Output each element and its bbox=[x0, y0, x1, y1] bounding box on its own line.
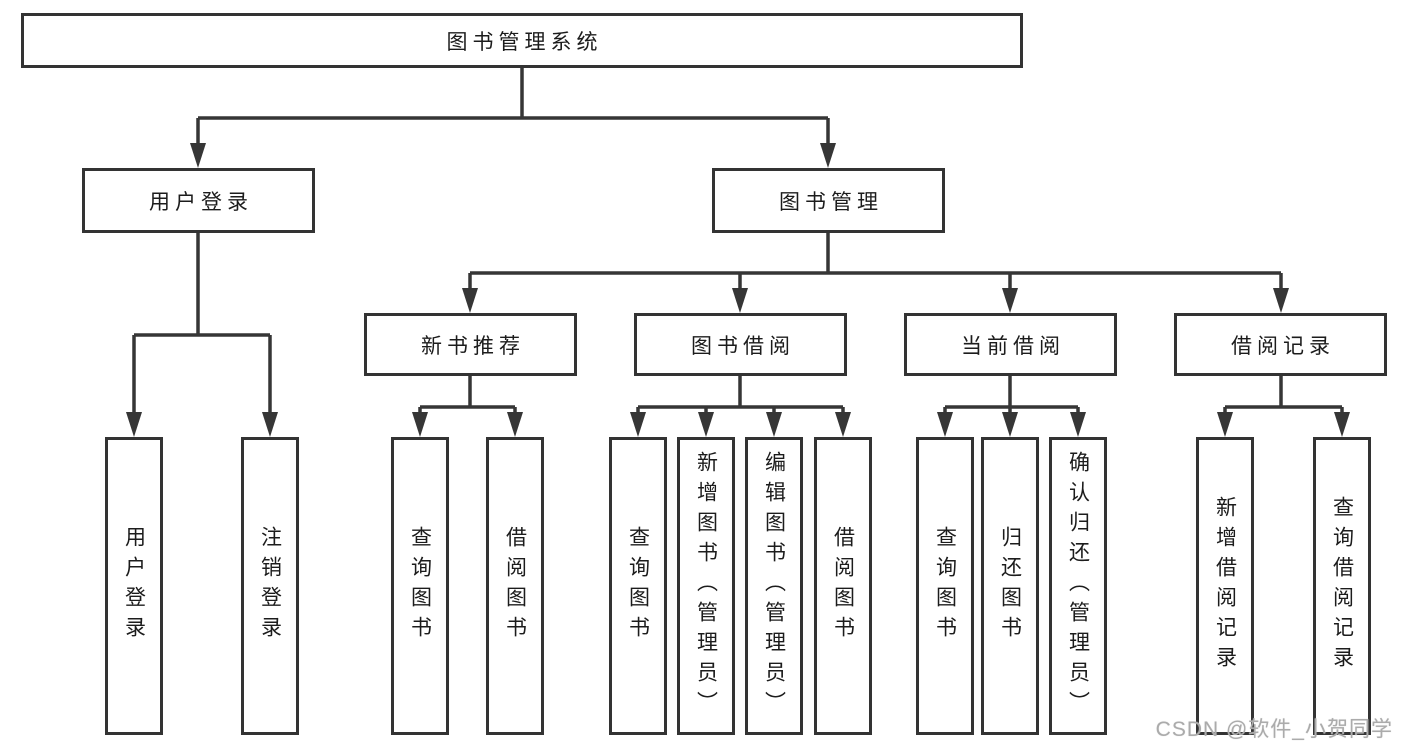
node-label: 图书管理 bbox=[779, 190, 883, 214]
node-label: 新增图书（管理员） bbox=[694, 451, 718, 721]
arrow-icon bbox=[835, 407, 851, 437]
arrow-icon bbox=[820, 118, 836, 168]
node-label: 查询图书 bbox=[626, 526, 650, 646]
node-label: 查询图书 bbox=[408, 526, 432, 646]
node-leaf-logout: 注销登录 bbox=[241, 437, 299, 735]
node-label: 图书借阅 bbox=[691, 334, 795, 358]
arrow-icon bbox=[1070, 407, 1086, 437]
connector-current-to-leaves bbox=[945, 376, 1078, 409]
arrow-icon bbox=[190, 118, 206, 168]
node-label: 归还图书 bbox=[998, 526, 1022, 646]
node-borrow-records: 借阅记录 bbox=[1174, 313, 1387, 376]
node-leaf-recommend-query-books: 查询图书 bbox=[391, 437, 449, 735]
node-leaf-borrow-books: 借阅图书 bbox=[814, 437, 872, 735]
node-label: 借阅记录 bbox=[1231, 334, 1335, 358]
node-library-system: 图书管理系统 bbox=[21, 13, 1023, 68]
node-label: 注销登录 bbox=[258, 526, 282, 646]
connector-records-to-leaves bbox=[1225, 376, 1342, 409]
connector-recommend-to-leaves bbox=[420, 376, 515, 409]
node-leaf-return-books: 归还图书 bbox=[981, 437, 1039, 735]
node-label: 新增借阅记录 bbox=[1213, 496, 1237, 676]
arrow-icon bbox=[507, 407, 523, 437]
arrow-icon bbox=[412, 407, 428, 437]
arrow-icon bbox=[1002, 407, 1018, 437]
node-leaf-add-borrow-record: 新增借阅记录 bbox=[1196, 437, 1254, 735]
node-leaf-borrow-query-books: 查询图书 bbox=[609, 437, 667, 735]
arrow-icon bbox=[766, 407, 782, 437]
node-current-borrow: 当前借阅 bbox=[904, 313, 1117, 376]
connector-borrow-to-leaves bbox=[638, 376, 843, 409]
arrow-icon bbox=[462, 273, 478, 313]
arrow-icon bbox=[1334, 407, 1350, 437]
arrow-icon bbox=[937, 407, 953, 437]
arrow-icon bbox=[1002, 273, 1018, 313]
node-label: 查询借阅记录 bbox=[1330, 496, 1354, 676]
node-leaf-edit-books-admin: 编辑图书（管理员） bbox=[745, 437, 803, 735]
node-label: 当前借阅 bbox=[961, 334, 1065, 358]
node-new-book-recommend: 新书推荐 bbox=[364, 313, 577, 376]
csdn-watermark: CSDN @软件_小贺同学 bbox=[1155, 718, 1393, 741]
node-leaf-query-borrow-record: 查询借阅记录 bbox=[1313, 437, 1371, 735]
connector-root-to-level2 bbox=[198, 68, 828, 120]
node-label: 确认归还（管理员） bbox=[1066, 451, 1090, 721]
arrow-icon bbox=[698, 407, 714, 437]
node-book-management: 图书管理 bbox=[712, 168, 945, 233]
node-label: 借阅图书 bbox=[503, 526, 527, 646]
node-leaf-recommend-borrow-books: 借阅图书 bbox=[486, 437, 544, 735]
node-label: 新书推荐 bbox=[421, 334, 525, 358]
arrow-icon bbox=[262, 335, 278, 437]
node-leaf-add-books-admin: 新增图书（管理员） bbox=[677, 437, 735, 735]
node-label: 借阅图书 bbox=[831, 526, 855, 646]
arrow-icon bbox=[630, 407, 646, 437]
arrow-icon bbox=[732, 273, 748, 313]
node-user-login: 用户登录 bbox=[82, 168, 315, 233]
arrow-icon bbox=[1217, 407, 1233, 437]
arrow-icon bbox=[1273, 273, 1289, 313]
node-book-borrow: 图书借阅 bbox=[634, 313, 847, 376]
node-label: 用户登录 bbox=[122, 526, 146, 646]
node-leaf-user-login: 用户登录 bbox=[105, 437, 163, 735]
connector-userlogin-to-leaves bbox=[134, 233, 270, 337]
node-label: 查询图书 bbox=[933, 526, 957, 646]
node-label: 编辑图书（管理员） bbox=[762, 451, 786, 721]
connector-bookmgmt-to-level3 bbox=[470, 233, 1281, 275]
arrow-icon bbox=[126, 335, 142, 437]
node-label: 图书管理系统 bbox=[446, 30, 603, 54]
node-leaf-confirm-return-admin: 确认归还（管理员） bbox=[1049, 437, 1107, 735]
node-leaf-current-query-books: 查询图书 bbox=[916, 437, 974, 735]
node-label: 用户登录 bbox=[149, 190, 253, 214]
